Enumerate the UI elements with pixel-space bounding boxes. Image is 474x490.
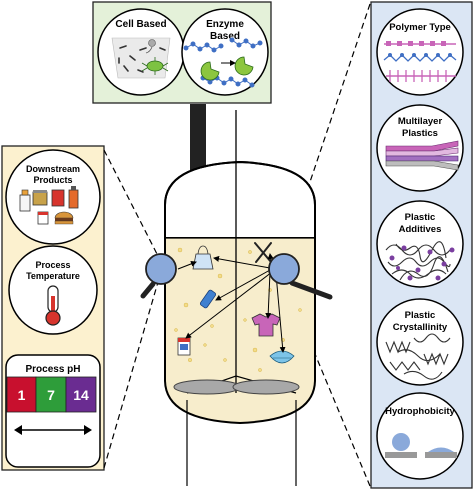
thermometer-icon xyxy=(45,285,61,326)
crystallinity-label-line1: Plastic xyxy=(405,310,436,321)
top-panel: Cell Based Enzyme xyxy=(92,1,272,104)
interaction-arrows xyxy=(177,253,286,353)
layered-film-icon xyxy=(385,140,459,171)
additives-label-line2: Additives xyxy=(399,224,442,235)
plastic-additives-circle: Plastic Additives xyxy=(376,200,464,288)
enzyme-based-label-line1: Enzyme xyxy=(206,19,244,30)
ph-value-1: 1 xyxy=(18,387,26,403)
ph-value-14: 14 xyxy=(73,387,89,403)
spray-can-icon xyxy=(68,186,79,209)
temperature-label-line1: Process xyxy=(35,260,70,270)
polymer-chain-icon xyxy=(183,37,263,88)
water-droplet-icon xyxy=(385,433,457,458)
ph-14-block xyxy=(65,376,97,413)
polymer-type-label: Polymer Type xyxy=(389,22,451,33)
downstream-products-circle: Downstream Products xyxy=(5,149,101,245)
reactor-liquid xyxy=(165,238,315,423)
enzyme-icon xyxy=(200,56,254,81)
magnifier-left-icon xyxy=(140,253,177,299)
gas-bubbles xyxy=(174,247,302,372)
left-panel: Downstream Products xyxy=(1,145,105,471)
face-mask-icon xyxy=(269,350,295,364)
multilayer-plastics-circle: Multilayer Plastics xyxy=(376,104,464,192)
enzyme-based-label-line2: Based xyxy=(210,31,240,42)
plastic-crystallinity-circle: Plastic Crystallinity xyxy=(376,298,464,386)
microbe-icon xyxy=(141,57,169,75)
hydrophobicity-label: Hydrophobicity xyxy=(385,406,455,417)
cell-based-circle: Cell Based xyxy=(97,8,185,96)
burger-icon xyxy=(54,211,74,225)
polymer-type-circle: Polymer Type xyxy=(376,8,464,96)
impeller-blade-icon xyxy=(173,379,300,395)
crystalline-lamellae-icon xyxy=(385,333,451,380)
multilayer-label-line1: Multilayer xyxy=(398,116,443,127)
pill-container-icon xyxy=(177,337,191,356)
glue-bottle-icon xyxy=(19,189,31,212)
double-arrow-icon xyxy=(14,425,92,435)
ph-7-block xyxy=(35,376,67,413)
bacteria-icon xyxy=(118,45,166,73)
crystallinity-label-line2: Crystallinity xyxy=(393,322,448,333)
ph-title: Process pH xyxy=(25,364,80,375)
additives-label-line1: Plastic xyxy=(405,212,436,223)
process-temperature-circle: Process Temperature xyxy=(8,245,98,335)
paint-can-icon xyxy=(32,190,48,206)
temperature-label-line2: Temperature xyxy=(26,271,80,281)
enzyme-based-circle: Enzyme Based xyxy=(181,8,269,96)
additive-particles-icon xyxy=(389,245,455,281)
ph-1-block xyxy=(6,376,37,413)
fungus-icon xyxy=(145,39,156,54)
downstream-label-line2: Products xyxy=(33,175,72,185)
hydrophobicity-circle: Hydrophobicity xyxy=(376,392,464,480)
ph-value-7: 7 xyxy=(47,387,55,403)
fuel-can-icon xyxy=(51,189,65,207)
cell-based-label: Cell Based xyxy=(115,19,166,30)
t-shirt-icon xyxy=(251,313,281,337)
process-ph-box: Process pH 1 7 14 xyxy=(5,354,101,468)
multilayer-label-line2: Plastics xyxy=(402,128,438,139)
downstream-label-line1: Downstream xyxy=(26,164,80,174)
magnifier-right-icon xyxy=(268,253,333,300)
right-panel: Polymer Type xyxy=(370,1,473,489)
bioreactor-vessel xyxy=(164,110,316,486)
plastic-bottle-icon xyxy=(199,289,217,309)
pill-bottle-icon xyxy=(37,211,49,225)
polymer-chains-icon xyxy=(383,41,457,82)
